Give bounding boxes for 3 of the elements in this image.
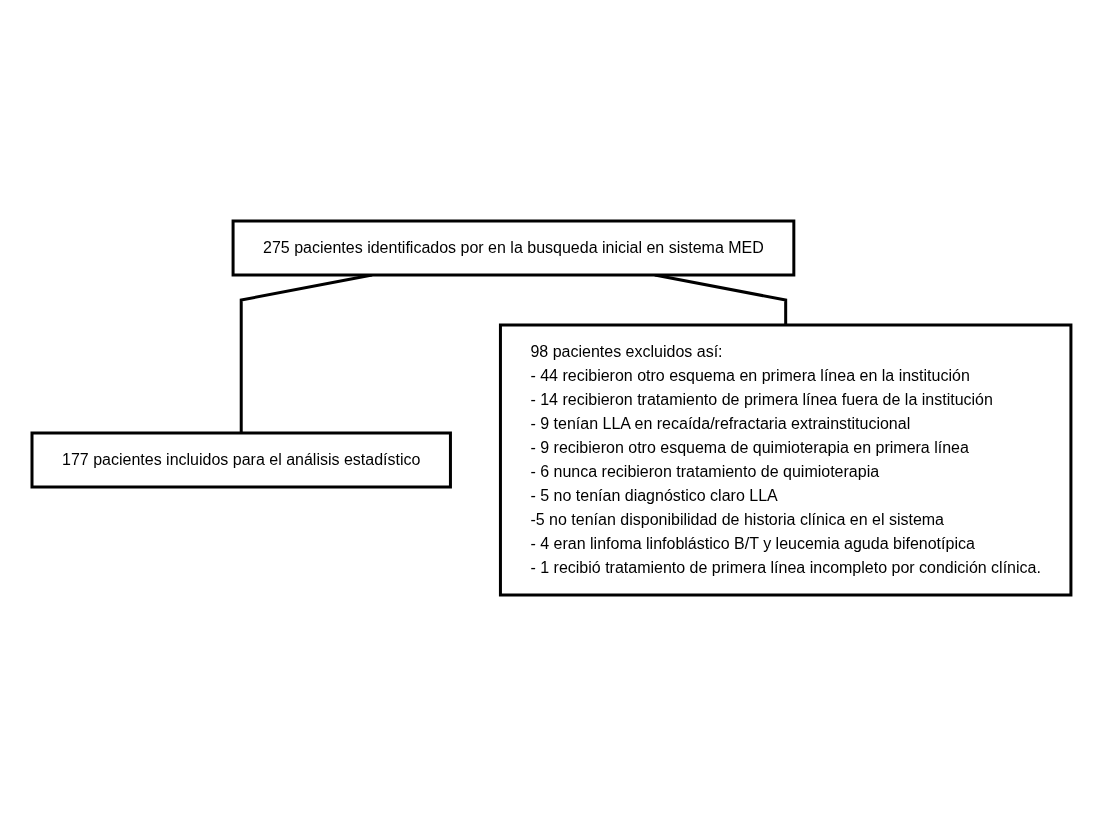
node-box: 177 pacientes incluidos para el análisis estadístico — [30, 431, 452, 489]
node-box: 98 pacientes excluidos así: - 44 recibieron otro esquema en primera línea en la institución - 14 recibieron tratamiento de primera línea fuera de la institución - 9 tenían LLA en recaída/refractaria extrainstitucional - 9 recibieron otro esquema de quimioterapia en primera línea - 6 nunca recibieron tratamiento de quimioterapia - 5 no tenían diagnóstico claro LLA -5 no tenían disponibilidad de historia clínica en el sistema - 4 eran linfoma linfoblástico B/T y leucemia aguda bifenotípica - 1 recibió tratamiento de primera línea incompleto por condición clínica. — [498, 323, 1073, 597]
node-box: 275 pacientes identificados por en la busqueda inicial en sistema MED — [231, 219, 796, 277]
